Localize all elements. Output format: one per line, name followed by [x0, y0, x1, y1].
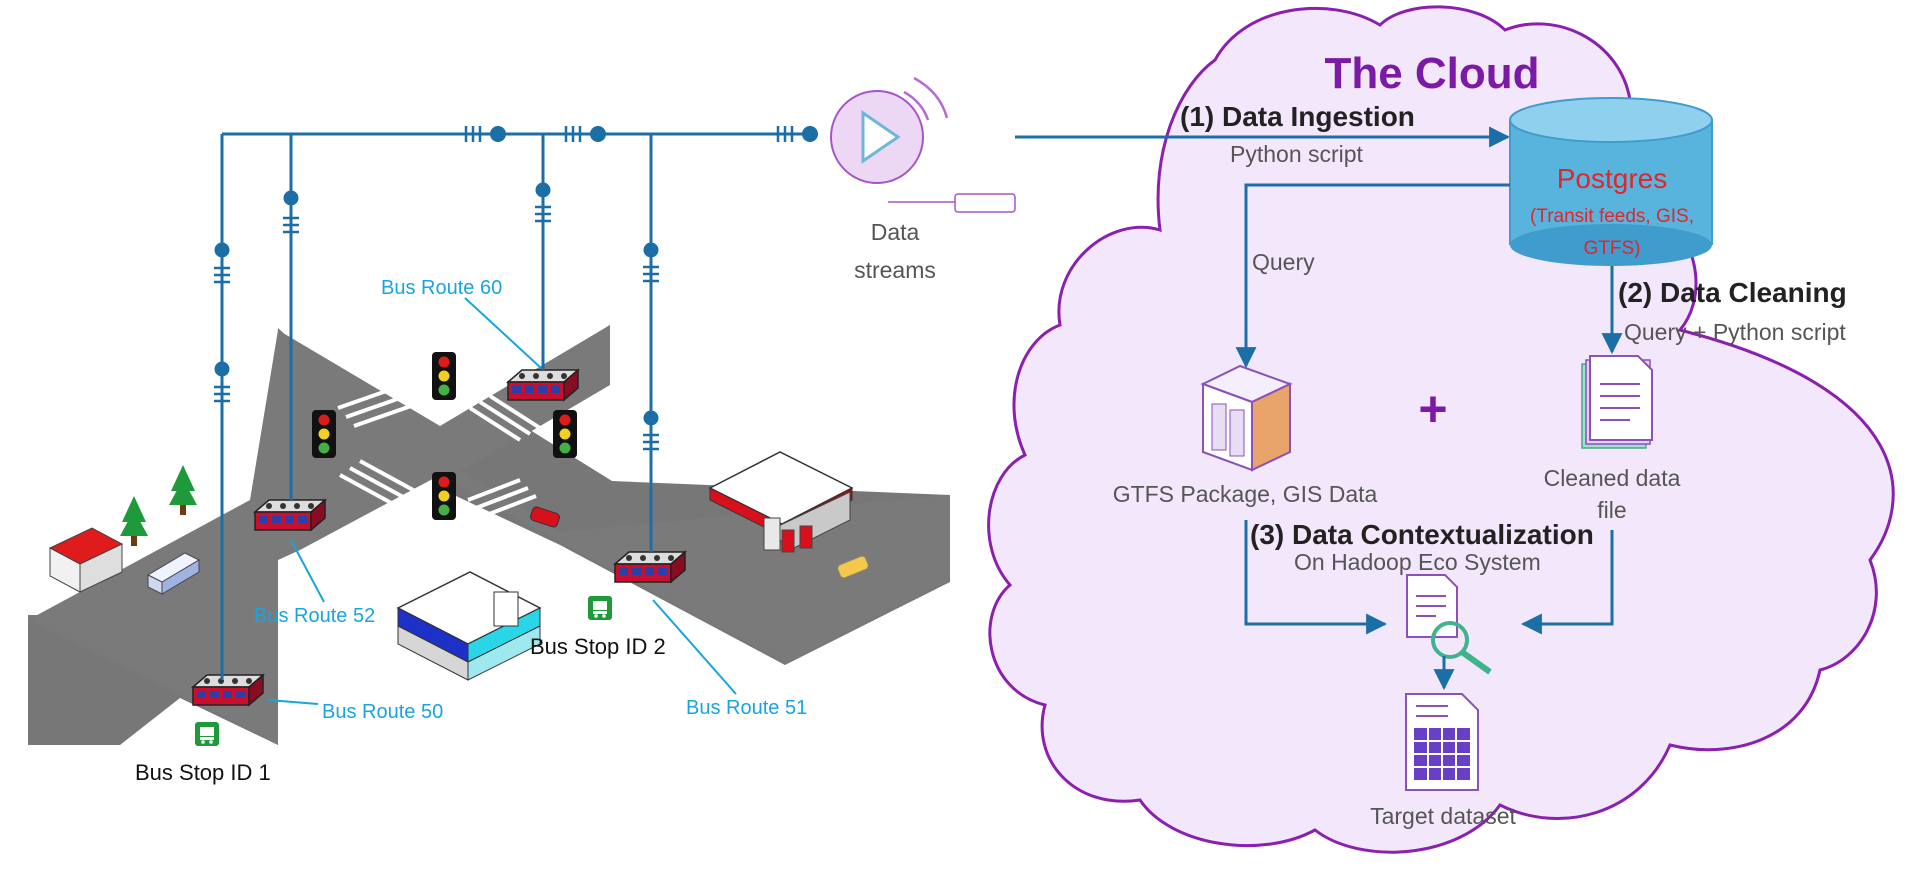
step-3-method: On Hadoop Eco System	[1294, 549, 1541, 575]
tree-1	[120, 496, 148, 546]
bus-route-60	[507, 369, 579, 401]
cloud-title: The Cloud	[1324, 49, 1539, 98]
table-document-icon	[1405, 693, 1479, 791]
gtfs-label: GTFS Package, GIS Data	[1113, 481, 1378, 507]
bus-stop-icon	[588, 596, 612, 620]
city-scene	[28, 325, 950, 746]
route-label-52: Bus Route 52	[254, 605, 375, 627]
bus-stop-label-1: Bus Stop ID 1	[135, 760, 271, 785]
db-detail-line1: (Transit feeds, GIS,	[1530, 206, 1694, 227]
streams-label-line2: streams	[854, 257, 936, 283]
step-1-method: Python script	[1230, 141, 1364, 167]
gas-station	[708, 451, 854, 553]
search-document-icon	[1406, 574, 1492, 675]
traffic-light	[553, 410, 577, 458]
house	[48, 527, 124, 593]
road-surface	[28, 325, 950, 745]
gtfs-to-context-arrow	[1244, 520, 1388, 635]
traffic-light	[432, 352, 456, 400]
cleaned-file-line1: Cleaned data	[1544, 465, 1681, 491]
white-bus	[146, 552, 201, 595]
file-to-context-arrow	[1520, 530, 1614, 635]
db-detail-line2: GTFS)	[1584, 238, 1641, 259]
route-label-51: Bus Route 51	[686, 697, 807, 719]
office-building	[396, 571, 542, 681]
route-callouts	[267, 297, 737, 705]
postgres-database-icon	[1509, 97, 1713, 266]
cleaned-file-line2: file	[1597, 497, 1626, 523]
route-label-60: Bus Route 60	[381, 277, 502, 299]
bus-stop-label-2: Bus Stop ID 2	[530, 634, 666, 659]
bus-route-52	[254, 499, 326, 531]
route-label-50: Bus Route 50	[322, 701, 443, 723]
yellow-car	[837, 555, 869, 579]
step-3-label: (3) Data Contextualization	[1250, 519, 1594, 550]
step-2-label: (2) Data Cleaning	[1618, 277, 1847, 308]
target-dataset-label: Target dataset	[1370, 803, 1516, 829]
red-car	[530, 506, 560, 528]
plus-sign: +	[1418, 381, 1447, 437]
crosswalks	[337, 386, 542, 518]
traffic-light	[432, 472, 456, 520]
query-arrow	[1235, 183, 1510, 369]
query-label: Query	[1252, 249, 1315, 275]
stream-source	[830, 76, 1016, 213]
streams-label-line1: Data	[871, 219, 920, 245]
network-nodes	[214, 126, 818, 426]
bus-route-51	[614, 551, 686, 583]
bus-route-50	[192, 674, 264, 706]
bus-stop-icon	[195, 722, 219, 746]
step-2-method: Query + Python script	[1624, 319, 1846, 345]
gtfs-package-icon	[1200, 364, 1293, 472]
traffic-light	[312, 410, 336, 458]
document-icon	[1581, 355, 1653, 449]
tree-2	[169, 465, 197, 515]
db-name: Postgres	[1557, 163, 1668, 194]
step-1-label: (1) Data Ingestion	[1180, 101, 1415, 132]
